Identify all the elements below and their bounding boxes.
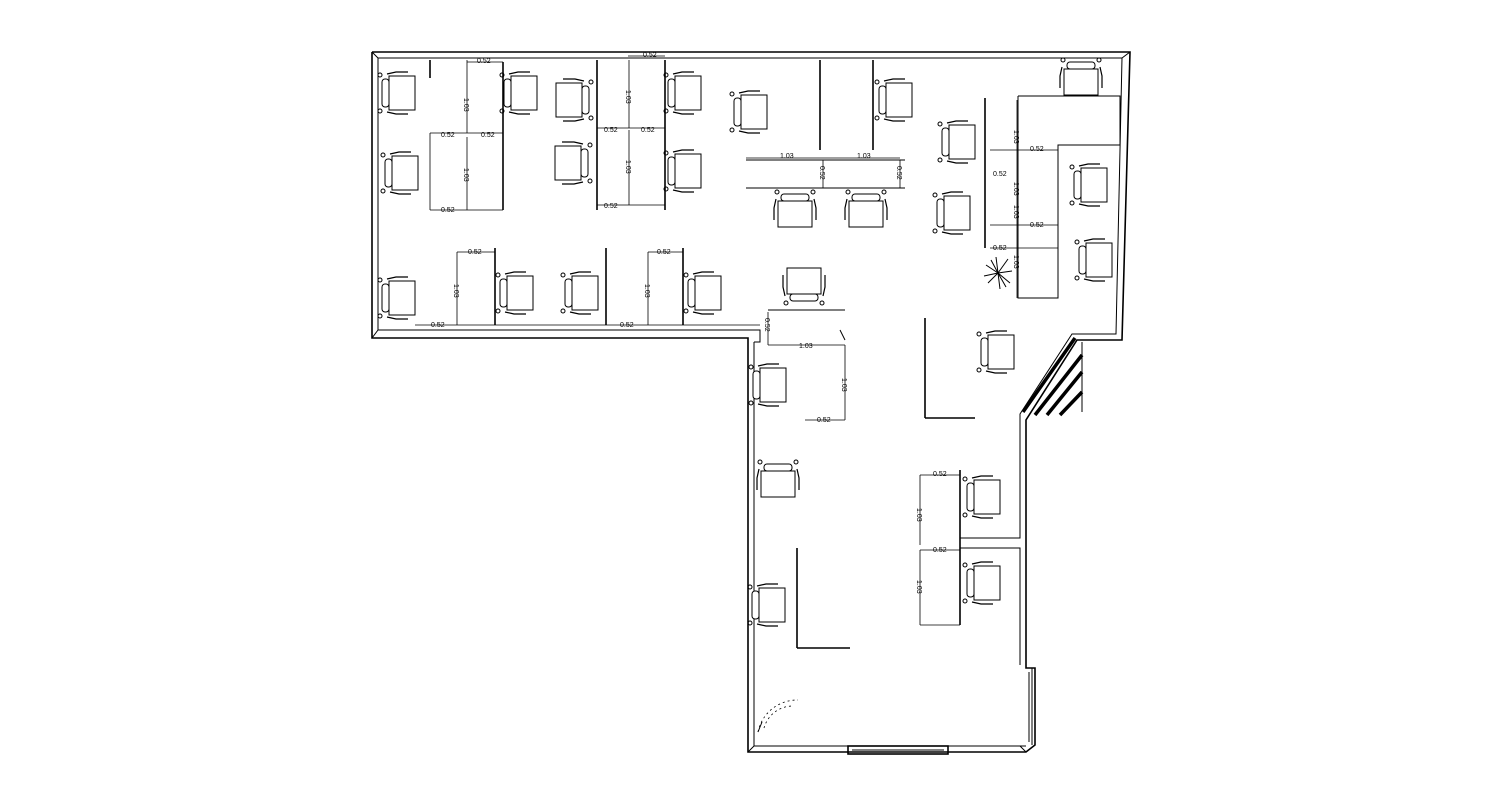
dim-label: 0.52 — [604, 203, 618, 210]
dim-label: 1.03 — [780, 153, 794, 160]
dim-label: 0.52 — [620, 322, 634, 329]
dim-label: 0.52 — [818, 166, 825, 180]
door-swing-icon — [757, 699, 799, 733]
outer-walls — [371, 51, 1131, 755]
office-chair-icon — [560, 271, 599, 315]
dim-label: 1.03 — [1012, 205, 1019, 219]
dim-label: 0.52 — [643, 52, 657, 59]
office-chair-icon — [932, 191, 971, 235]
dim-label: 1.03 — [799, 343, 813, 350]
dim-label: 0.52 — [441, 132, 455, 139]
dim-label: 0.52 — [641, 127, 655, 134]
dim-label: 0.52 — [895, 166, 902, 180]
dim-label: 0.52 — [477, 58, 491, 65]
office-chair-icon — [976, 330, 1015, 374]
office-chair-icon — [729, 90, 768, 134]
office-chair-icon — [663, 149, 702, 193]
dim-label: 0.52 — [441, 207, 455, 214]
dim-label: 1.03 — [915, 508, 922, 522]
dim-label: 1.03 — [643, 284, 650, 298]
dim-label: 1.03 — [840, 378, 847, 392]
chairs — [377, 57, 1113, 627]
dimension-lines — [415, 55, 1058, 626]
dimension-labels: 0.52 0.52 0.52 0.52 0.52 0.52 0.52 0.52 … — [431, 52, 1044, 594]
dim-label: 0.52 — [468, 249, 482, 256]
office-chair-icon — [937, 120, 976, 164]
dim-label: 0.52 — [817, 417, 831, 424]
office-chair-icon — [377, 276, 416, 320]
dim-label: 0.52 — [1030, 222, 1044, 229]
dim-label: 1.03 — [462, 98, 469, 112]
dim-label: 1.03 — [1012, 130, 1019, 144]
dim-label: 1.03 — [452, 284, 459, 298]
office-chair-icon — [962, 561, 1001, 605]
office-chair-icon — [495, 271, 534, 315]
office-chair-icon — [380, 151, 419, 195]
office-chair-icon — [1074, 238, 1113, 282]
dim-label: 1.03 — [624, 160, 631, 174]
office-chair-icon — [1059, 57, 1103, 96]
dim-label: 0.52 — [481, 132, 495, 139]
office-chair-icon — [782, 267, 826, 306]
dim-label: 1.03 — [1012, 182, 1019, 196]
office-chair-icon — [377, 71, 416, 115]
dim-label: 1.03 — [915, 580, 922, 594]
office-chair-icon — [1069, 163, 1108, 207]
office-chair-icon — [554, 141, 593, 185]
dim-label: 0.52 — [431, 322, 445, 329]
stairs-icon — [1021, 336, 1084, 417]
partitions — [429, 60, 1121, 649]
dim-label: 0.52 — [933, 471, 947, 478]
plant-icon — [983, 256, 1013, 290]
dim-label: 1.03 — [624, 90, 631, 104]
office-chair-icon — [756, 459, 800, 498]
office-chair-icon — [555, 78, 594, 122]
office-chair-icon — [499, 71, 538, 115]
dim-label: 0.52 — [657, 249, 671, 256]
dim-label: 0.52 — [1030, 146, 1044, 153]
dim-label: 0.52 — [604, 127, 618, 134]
dim-label: 0.52 — [993, 171, 1007, 178]
office-chair-icon — [683, 271, 722, 315]
dim-label: 0.52 — [933, 547, 947, 554]
dim-label: 1.03 — [1012, 255, 1019, 269]
office-chair-icon — [748, 363, 787, 407]
dim-label: 1.03 — [857, 153, 871, 160]
office-chair-icon — [773, 189, 817, 228]
office-chair-icon — [874, 78, 913, 122]
office-chair-icon — [844, 189, 888, 228]
office-chair-icon — [962, 475, 1001, 519]
office-chair-icon — [747, 583, 786, 627]
dim-label: 0.52 — [993, 245, 1007, 252]
dim-label: 1.03 — [462, 168, 469, 182]
office-chair-icon — [663, 71, 702, 115]
dim-label: 0.52 — [763, 318, 770, 332]
